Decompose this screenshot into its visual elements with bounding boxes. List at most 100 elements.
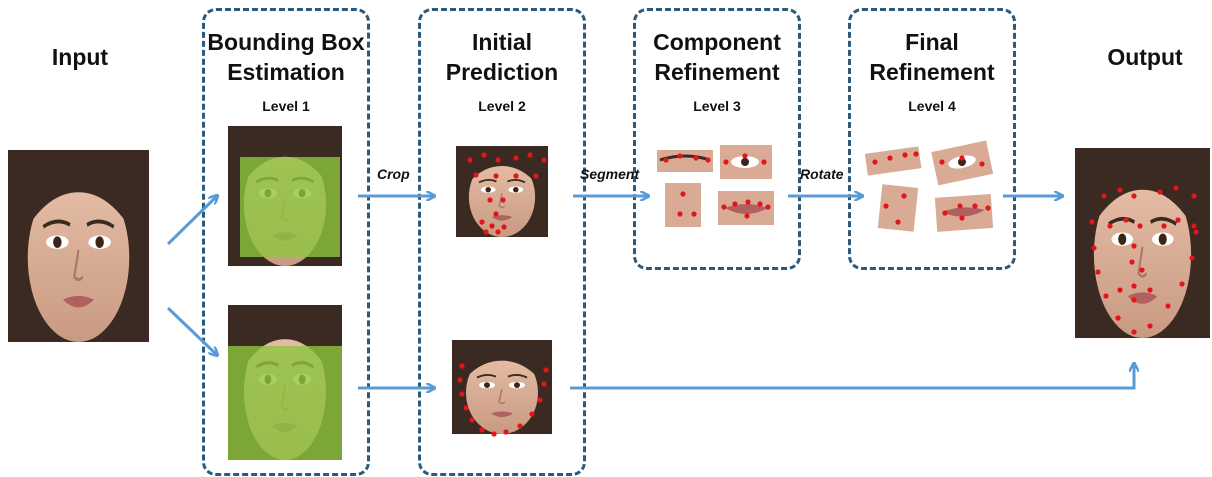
landmark-dot (979, 161, 985, 167)
stage-panel-level-1 (202, 8, 370, 476)
landmark-dot (1131, 283, 1137, 289)
level-2-face-image-bottom (451, 339, 553, 435)
landmark-dot (1173, 185, 1179, 191)
landmark-dot (459, 391, 465, 397)
arrow-input-to-level1-bottom (166, 306, 217, 355)
level-4-nose-crop (877, 184, 919, 232)
landmark-dot (1189, 255, 1195, 261)
stage-title-level-2-line2: Prediction (445, 59, 559, 85)
flow-arrows (166, 196, 1134, 390)
landmark-dot (985, 205, 991, 211)
landmark-dot (1101, 193, 1107, 199)
landmark-dot (495, 157, 501, 163)
landmark-dot (1123, 217, 1129, 223)
input-face-image (6, 148, 151, 344)
landmark-dot (493, 173, 499, 179)
rotate-label: Rotate (800, 166, 844, 182)
landmark-dot (541, 381, 547, 387)
level-3-eyebrow-crop (657, 150, 713, 172)
landmark-dot (1117, 187, 1123, 193)
landmark-dot (691, 211, 697, 217)
landmark-dot (959, 155, 965, 161)
landmark-dot (887, 155, 893, 161)
landmark-dot (872, 159, 878, 165)
landmark-dot (1137, 223, 1143, 229)
landmark-dot (705, 157, 711, 163)
landmark-dot (479, 427, 485, 433)
stage-title-level-4-line1: Final (905, 29, 959, 55)
arrow-input-to-level1-top (166, 196, 217, 246)
landmark-dot (517, 423, 523, 429)
landmark-dot (487, 197, 493, 203)
landmark-dot (732, 201, 738, 207)
landmark-dot (913, 151, 919, 157)
landmark-dot (1131, 193, 1137, 199)
landmark-dot (543, 367, 549, 373)
landmark-dot (1089, 219, 1095, 225)
landmark-dot (483, 229, 489, 235)
landmark-dot (1129, 259, 1135, 265)
landmark-dot (721, 204, 727, 210)
landmark-dot (972, 203, 978, 209)
arrow-level2-to-output (570, 364, 1134, 390)
segment-label: Segment (580, 166, 640, 182)
landmark-dot (503, 429, 509, 435)
landmark-dot (1161, 223, 1167, 229)
stage-level-3: Level 3 (693, 98, 741, 114)
landmark-dot (1191, 193, 1197, 199)
landmark-dot (677, 153, 683, 159)
landmark-dot (1147, 287, 1153, 293)
stage-title-level-1-line2: Estimation (227, 59, 345, 85)
level-1-face-image-top (226, 124, 344, 268)
stage-title-level-3-line2: Refinement (654, 59, 780, 85)
landmark-dot (463, 405, 469, 411)
landmark-dot (479, 219, 485, 225)
landmark-dot (1157, 189, 1163, 195)
landmark-dot (883, 203, 889, 209)
landmark-dot (677, 211, 683, 217)
landmark-dot (1103, 293, 1109, 299)
landmark-dot (533, 173, 539, 179)
landmark-dot (473, 172, 479, 178)
landmark-dot (901, 193, 907, 199)
input-label: Input (51, 44, 109, 70)
landmark-dot (537, 397, 543, 403)
landmark-dot (742, 153, 748, 159)
stage-panel-level-3 (633, 8, 801, 270)
landmark-dot (1165, 303, 1171, 309)
stage-panel-level-2 (418, 8, 586, 476)
landmark-dot (1191, 223, 1197, 229)
landmark-dot (500, 197, 506, 203)
landmark-dot (1131, 297, 1137, 303)
landmark-dot (467, 157, 473, 163)
level-3-nose-crop (665, 183, 701, 227)
landmark-dot (723, 159, 729, 165)
landmark-dot (1175, 217, 1181, 223)
landmark-dot (680, 191, 686, 197)
landmark-dot (902, 152, 908, 158)
landmark-dot (942, 210, 948, 216)
landmark-dot (1179, 281, 1185, 287)
landmark-dot (469, 417, 475, 423)
landmark-dot (1107, 223, 1113, 229)
landmark-dot (501, 224, 507, 230)
level-4-eyebrow-crop (864, 146, 922, 176)
landmark-dot (959, 215, 965, 221)
landmark-dot (757, 201, 763, 207)
stage-title-level-4-line2: Refinement (869, 59, 995, 85)
landmark-dot (481, 152, 487, 158)
landmark-dot (1131, 243, 1137, 249)
landmark-dot (1139, 267, 1145, 273)
landmark-dot (693, 155, 699, 161)
landmark-dot (1115, 315, 1121, 321)
crop-label: Crop (377, 166, 410, 182)
landmark-dot (957, 203, 963, 209)
level-1-face-image-bottom (226, 303, 344, 462)
stage-title-level-2-line1: Initial (471, 29, 533, 55)
landmark-dot (939, 159, 945, 165)
landmark-dot (1117, 287, 1123, 293)
landmark-dot (895, 219, 901, 225)
stage-level-4: Level 4 (908, 98, 956, 114)
